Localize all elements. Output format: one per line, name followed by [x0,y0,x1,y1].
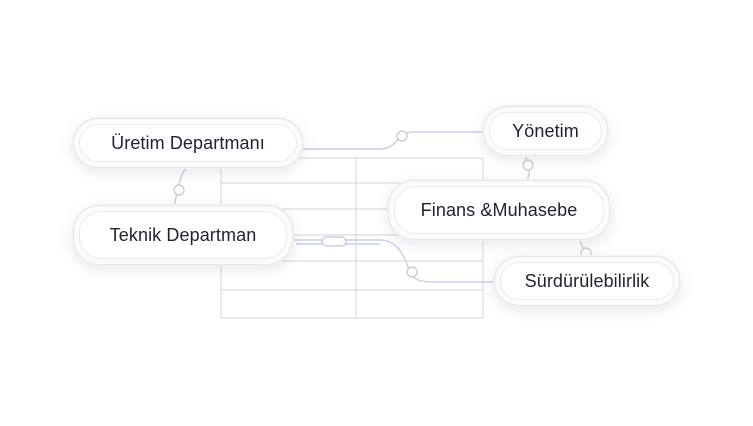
connector-handle [406,266,418,278]
node-label: Yönetim [489,112,602,150]
node-label: Finans &Muhasebe [394,186,604,234]
connector-handle [173,184,185,196]
connector-handle [321,236,347,247]
node-surdurulebilirlik[interactable]: Sürdürülebilirlik [494,256,680,306]
connector-handles [173,130,592,278]
node-label: Sürdürülebilirlik [500,262,674,300]
node-label: Üretim Departmanı [79,124,297,162]
node-uretim-departmani[interactable]: Üretim Departmanı [73,118,303,168]
connector-handle [522,159,534,171]
connector-uretim-yonetim [300,131,486,150]
node-label: Teknik Departman [79,211,287,259]
connector-handle [396,130,408,142]
node-teknik-departman[interactable]: Teknik Departman [73,205,293,265]
node-yonetim[interactable]: Yönetim [483,106,608,156]
node-finans-muhasebe[interactable]: Finans &Muhasebe [388,180,610,240]
